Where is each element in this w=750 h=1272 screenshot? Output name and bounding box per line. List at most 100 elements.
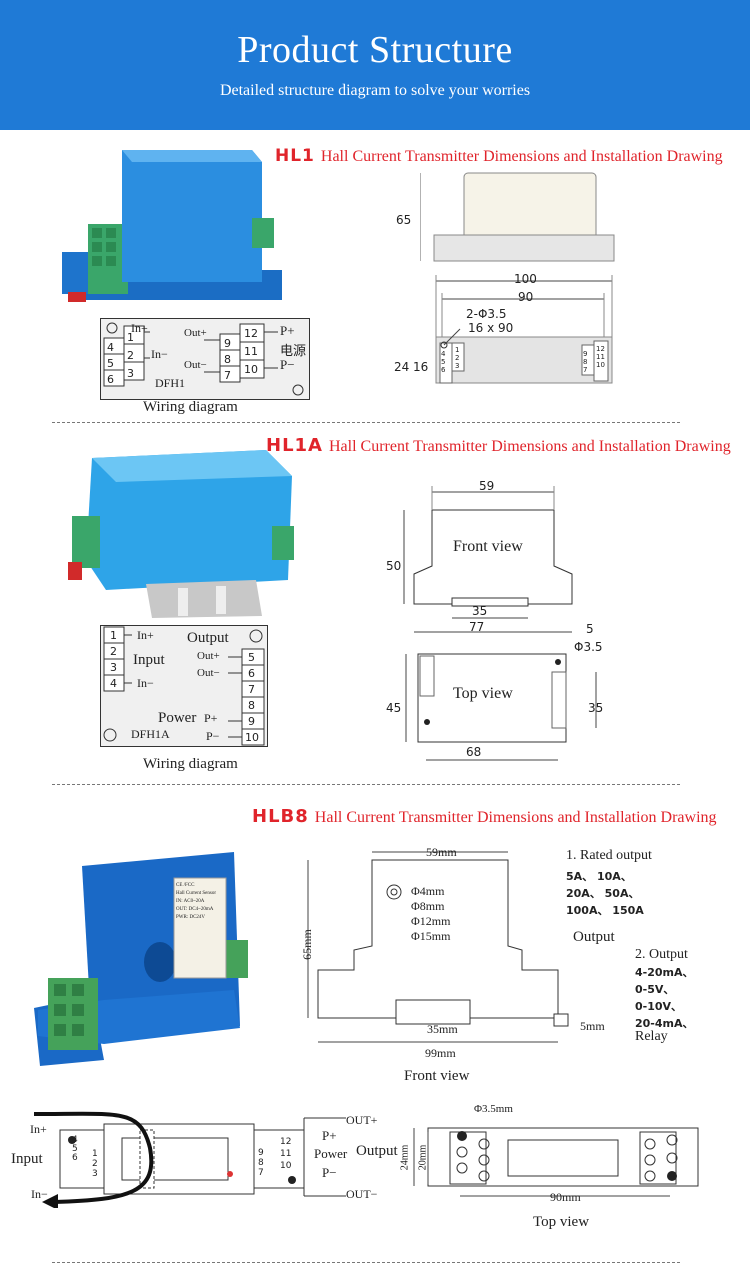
hl1-dim-tr-7: 7 xyxy=(583,366,588,374)
hl1a-term-3: 3 xyxy=(110,661,117,674)
hl1a-dim-h45: 45 xyxy=(386,701,402,715)
hl1-term-5: 5 xyxy=(107,357,114,370)
hlb8-label-out-minus: OUT− xyxy=(346,1187,378,1201)
hl1-dim-terminals-left: 1 2 3 xyxy=(455,346,459,370)
hl1-term-4: 4 xyxy=(107,341,114,354)
hl1a-product-image xyxy=(68,450,294,618)
hlb8-wiring-diagram xyxy=(33,1111,346,1208)
output-type-line: 20-4mA、 xyxy=(635,1017,694,1030)
hl1-dim-terminals-right-b: 12 11 10 xyxy=(596,345,605,369)
hlb8-label-line: PWR: DC24V xyxy=(176,915,206,920)
hl1a-front-view-label: Front view xyxy=(453,538,523,555)
hl1a-dim-hole: Φ3.5 xyxy=(574,640,603,654)
hl1a-dimension-drawing xyxy=(403,486,597,761)
hl1a-dim-w5: 5 xyxy=(586,622,594,636)
hl1a-term-4: 4 xyxy=(110,677,117,690)
hlb8-dim-w90: 90mm xyxy=(550,1190,581,1204)
hlb8-dim-h65: 65mm xyxy=(299,929,314,960)
hlb8-label-line: IN: AC0~20A xyxy=(176,899,205,904)
hlb8-top-view-drawing xyxy=(413,1127,699,1197)
output-type-line: 0-5V、 xyxy=(635,983,675,996)
hlb8-hole-12: Φ12mm xyxy=(411,914,451,928)
hl1a-term-8: 8 xyxy=(248,699,255,712)
hlb8-front-view-drawing xyxy=(307,851,569,1043)
hl1a-label-in-minus: In− xyxy=(137,676,154,690)
hl1-label-in-minus: In− xyxy=(151,347,168,361)
hl1-label-out-plus: Out+ xyxy=(184,327,207,339)
hl1-wiring-diagram xyxy=(100,318,310,400)
output-type-relay: Relay xyxy=(635,1029,668,1044)
hlb8-wiring-terms-d: 12 11 10 xyxy=(280,1136,291,1172)
section-divider xyxy=(52,1262,680,1263)
section-divider xyxy=(52,784,680,785)
section-heading-text: Hall Current Transmitter Dimensions and … xyxy=(320,148,723,165)
hl1-dim-tl-6: 6 xyxy=(441,366,446,374)
section-divider xyxy=(52,422,680,423)
hlb8-wiring-terms-a: 4 5 6 xyxy=(72,1136,78,1163)
hl1-term-2: 2 xyxy=(127,349,134,362)
hlb8-label-line: Hall Current Sensor xyxy=(176,891,216,896)
hl1-dim-tl-1: 1 xyxy=(455,346,460,354)
hl1a-label-output: Output xyxy=(187,630,229,646)
hl1-dim-tr-12: 12 xyxy=(596,345,605,353)
hlb8-label-line: OUT: DC4~20mA xyxy=(176,907,214,912)
hl1-dim-terminals-right: 9 8 7 xyxy=(583,350,587,374)
header-banner: Product Structure Detailed structure dia… xyxy=(0,0,750,130)
hl1a-label-input: Input xyxy=(133,652,165,668)
hl1-dim-width-outer: 100 xyxy=(514,272,537,286)
hl1-term-1: 1 xyxy=(127,331,134,344)
hl1-wiring-caption: Wiring diagram xyxy=(143,399,238,415)
page-title: Product Structure xyxy=(237,29,513,71)
hlb8-term-11: 11 xyxy=(280,1149,292,1159)
hl1a-label-p-plus: P+ xyxy=(204,711,218,725)
hlb8-hole-8: Φ8mm xyxy=(411,899,445,913)
hl1-label-out-minus: Out− xyxy=(184,359,207,371)
hlb8-top-view-caption: Top view xyxy=(533,1214,590,1230)
rated-output-values: 5A、 10A、 20A、 50A、 100A、 150A xyxy=(566,868,644,919)
hl1-dim-tl-2: 2 xyxy=(455,354,460,362)
hl1-dim-tr-11: 11 xyxy=(596,353,605,361)
hl1-term-3: 3 xyxy=(127,367,134,380)
hlb8-label-in-plus: In+ xyxy=(30,1122,47,1136)
hl1a-wiring-caption: Wiring diagram xyxy=(143,756,238,772)
section-hl1a-heading: HL1A Hall Current Transmitter Dimensions … xyxy=(266,435,731,456)
output-type-line: 0-10V、 xyxy=(635,1000,683,1013)
hlb8-label-out-plus: OUT+ xyxy=(346,1113,378,1127)
hlb8-label-input: Input xyxy=(11,1151,43,1167)
hlb8-term-7: 7 xyxy=(258,1168,264,1178)
rated-output-line: 5A、 10A、 xyxy=(566,870,632,883)
hl1-term-7: 7 xyxy=(224,369,231,382)
hlb8-label-line: CE /FCC xyxy=(176,883,195,888)
hl1-term-10: 10 xyxy=(244,363,258,376)
hlb8-term-6: 6 xyxy=(72,1153,78,1163)
hl1a-label-in-plus: In+ xyxy=(137,628,154,642)
hl1a-dim-h35: 35 xyxy=(588,701,604,715)
section-code: HL1A xyxy=(266,435,323,456)
hlb8-term-1: 1 xyxy=(92,1149,98,1159)
hlb8-dim-d24: 24mm xyxy=(399,1144,411,1171)
hlb8-term-10: 10 xyxy=(280,1161,292,1171)
hl1-dim-depth-outer: 24 xyxy=(394,360,410,374)
hlb8-label-p-minus: P− xyxy=(322,1165,337,1180)
hl1-dim-tl-4: 4 xyxy=(441,350,446,358)
hlb8-dim-w5: 5mm xyxy=(580,1019,605,1033)
hl1a-label-p-minus: P− xyxy=(206,729,220,743)
hlb8-term-9: 9 xyxy=(258,1148,264,1158)
rated-output-line: 100A、 150A xyxy=(566,904,644,917)
hl1a-term-1: 1 xyxy=(110,629,117,642)
hl1-dim-height: 65 xyxy=(396,213,412,227)
hlb8-front-view-caption: Front view xyxy=(404,1068,470,1084)
hl1a-term-7: 7 xyxy=(248,683,255,696)
hl1-dimension-drawing xyxy=(420,172,615,384)
rated-output-line: 20A、 50A、 xyxy=(566,887,640,900)
hlb8-hole-sizes: Φ4mm Φ8mm Φ12mm Φ15mm xyxy=(411,884,450,944)
hl1-dim-depth-inner: 16 xyxy=(413,360,429,374)
section-heading-text: Hall Current Transmitter Dimensions and … xyxy=(329,438,731,455)
hl1a-label-out-plus: Out+ xyxy=(197,650,220,662)
hl1-label-p-minus: P− xyxy=(280,357,295,372)
hl1-dim-tl-5: 5 xyxy=(441,358,446,366)
hlb8-product-image xyxy=(34,852,248,1066)
hl1-label-power-cn: 电源 xyxy=(280,343,307,358)
